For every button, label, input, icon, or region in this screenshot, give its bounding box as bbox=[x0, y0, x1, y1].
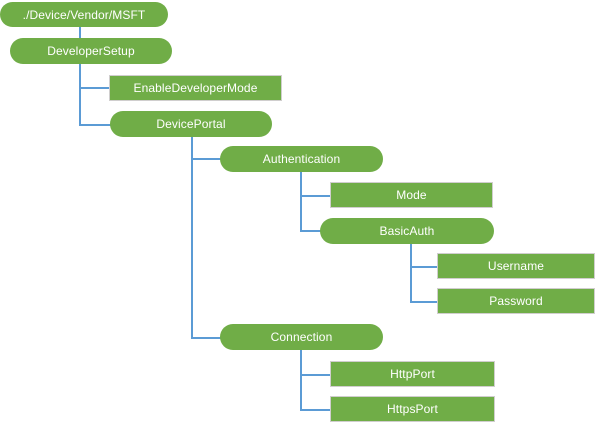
connector-root-to-developersetup bbox=[79, 26, 81, 39]
connector-developersetup-to-deviceportal bbox=[79, 124, 113, 126]
connector-deviceportal-to-connection bbox=[191, 337, 224, 339]
tree-node-connection[interactable]: Connection bbox=[220, 324, 383, 350]
tree-node-label: Connection bbox=[270, 330, 333, 344]
connector-authentication-trunk bbox=[300, 171, 302, 232]
connector-authentication-to-mode bbox=[300, 195, 332, 197]
tree-node-httpsport[interactable]: HttpsPort bbox=[330, 396, 495, 422]
connector-connection-to-httpport bbox=[300, 374, 332, 376]
tree-node-enabledevelopermode[interactable]: EnableDeveloperMode bbox=[109, 75, 282, 101]
tree-node-label: DeveloperSetup bbox=[47, 44, 135, 58]
connector-developersetup-trunk bbox=[79, 63, 81, 125]
tree-node-mode[interactable]: Mode bbox=[330, 182, 493, 208]
connector-connection-trunk bbox=[300, 349, 302, 410]
connector-deviceportal-to-authentication bbox=[191, 158, 224, 160]
tree-node-developersetup[interactable]: DeveloperSetup bbox=[10, 38, 172, 64]
connector-basicauth-to-username bbox=[410, 266, 439, 268]
tree-node-authentication[interactable]: Authentication bbox=[220, 146, 383, 172]
connector-authentication-to-basicauth bbox=[300, 230, 328, 232]
tree-node-label: HttpsPort bbox=[387, 402, 438, 416]
tree-node-label: HttpPort bbox=[390, 367, 435, 381]
connector-developersetup-to-enabledevelopermode bbox=[79, 87, 110, 89]
tree-node-deviceportal[interactable]: DevicePortal bbox=[110, 111, 272, 137]
tree-node-httpport[interactable]: HttpPort bbox=[330, 361, 495, 387]
tree-node-root[interactable]: ./Device/Vendor/MSFT bbox=[0, 2, 168, 27]
tree-node-label: Mode bbox=[396, 188, 427, 202]
connector-basicauth-trunk bbox=[410, 243, 412, 302]
tree-node-label: EnableDeveloperMode bbox=[133, 81, 258, 95]
connector-deviceportal-trunk bbox=[191, 136, 193, 339]
tree-node-label: DevicePortal bbox=[156, 117, 226, 131]
tree-node-basicauth[interactable]: BasicAuth bbox=[320, 218, 494, 244]
tree-node-label: Username bbox=[487, 259, 545, 273]
tree-node-username[interactable]: Username bbox=[437, 253, 595, 279]
connector-connection-to-httpsport bbox=[300, 409, 332, 411]
tree-node-label: ./Device/Vendor/MSFT bbox=[22, 7, 146, 22]
tree-node-label: Authentication bbox=[262, 152, 341, 166]
tree-node-label: Password bbox=[489, 294, 543, 308]
connector-basicauth-to-password bbox=[410, 301, 439, 303]
tree-node-password[interactable]: Password bbox=[437, 288, 595, 314]
tree-node-label: BasicAuth bbox=[379, 224, 435, 238]
